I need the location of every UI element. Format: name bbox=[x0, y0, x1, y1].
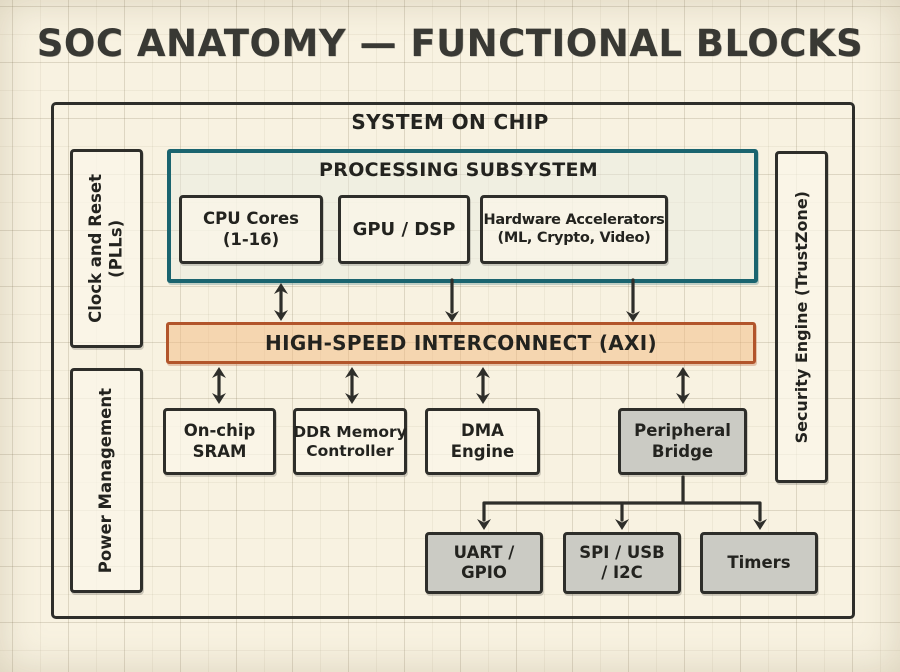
block-ddr-controller: DDR Memory Controller bbox=[293, 408, 407, 475]
block-security-engine: Security Engine (TrustZone) bbox=[775, 151, 828, 483]
block-clock-and-reset: Clock and Reset (PLLs) bbox=[70, 149, 143, 348]
high-speed-interconnect-bar: HIGH-SPEED INTERCONNECT (AXI) bbox=[166, 322, 756, 364]
block-peripheral-bridge: Peripheral Bridge bbox=[618, 408, 747, 475]
block-gpu-dsp: GPU / DSP bbox=[338, 195, 470, 264]
page-title: SOC ANATOMY — FUNCTIONAL BLOCKS bbox=[36, 22, 864, 65]
soc-outer-box bbox=[51, 102, 855, 619]
processing-subsystem-label: PROCESSING SUBSYSTEM bbox=[319, 159, 598, 181]
clock-reset-label: Clock and Reset bbox=[85, 174, 105, 323]
block-timers: Timers bbox=[700, 532, 818, 594]
clock-reset-sublabel: (PLLs) bbox=[106, 219, 126, 278]
dma-label: DMA bbox=[461, 421, 504, 441]
timers-label: Timers bbox=[727, 552, 791, 572]
uart-label: UART / bbox=[453, 542, 515, 562]
block-hardware-accelerators: Hardware Accelerators (ML, Crypto, Video… bbox=[480, 195, 668, 264]
power-management-label-wrap: Power Management bbox=[96, 388, 117, 573]
gpu-dsp-label: GPU / DSP bbox=[352, 218, 456, 240]
bridge-label: Peripheral bbox=[634, 421, 731, 441]
block-power-management: Power Management bbox=[70, 368, 143, 593]
spi-sublabel: / I2C bbox=[601, 563, 643, 582]
block-spi-usb-i2c: SPI / USB / I2C bbox=[563, 532, 681, 594]
power-management-label: Power Management bbox=[96, 387, 116, 574]
hw-accel-sublabel: (ML, Crypto, Video) bbox=[497, 229, 651, 246]
security-engine-label: Security Engine (TrustZone) bbox=[791, 190, 811, 444]
uart-sublabel: GPIO bbox=[461, 563, 507, 582]
sram-sublabel: SRAM bbox=[192, 441, 247, 461]
hw-accel-label: Hardware Accelerators bbox=[483, 211, 665, 228]
clock-reset-label-wrap: Clock and Reset (PLLs) bbox=[86, 174, 127, 323]
block-onchip-sram: On-chip SRAM bbox=[163, 408, 276, 475]
interconnect-label: HIGH-SPEED INTERCONNECT (AXI) bbox=[265, 331, 657, 355]
bridge-sublabel: Bridge bbox=[651, 441, 714, 461]
dma-sublabel: Engine bbox=[450, 441, 515, 461]
ddr-sublabel: Controller bbox=[306, 441, 394, 460]
ddr-label: DDR Memory bbox=[293, 422, 407, 441]
block-cpu-cores: CPU Cores (1-16) bbox=[179, 195, 323, 264]
sram-label: On-chip bbox=[183, 421, 256, 441]
spi-label: SPI / USB bbox=[579, 542, 665, 562]
soc-label: SYSTEM ON CHIP bbox=[351, 110, 549, 134]
block-uart-gpio: UART / GPIO bbox=[425, 532, 543, 594]
security-engine-label-wrap: Security Engine (TrustZone) bbox=[792, 191, 812, 443]
cpu-cores-label: CPU Cores bbox=[203, 209, 299, 229]
block-dma-engine: DMA Engine bbox=[425, 408, 540, 475]
cpu-cores-sublabel: (1-16) bbox=[222, 229, 280, 249]
